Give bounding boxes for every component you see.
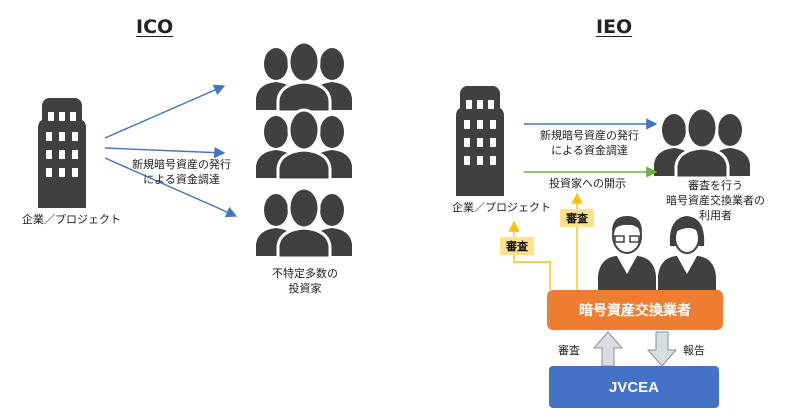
review-tag: 審査 <box>500 237 534 255</box>
report-arrow-label: 報告 <box>683 344 705 357</box>
exchange-operator-box: 暗号資産交換業者 <box>547 290 723 330</box>
people-group-icon <box>254 186 354 260</box>
people-group-icon <box>254 108 354 182</box>
building-icon <box>38 98 86 208</box>
review-up-arrow <box>592 331 624 367</box>
ieo-disclosure-label: 投資家への開示 <box>549 177 626 190</box>
review-arrow-label: 審査 <box>558 344 580 357</box>
person-icon <box>658 216 716 292</box>
review-tag: 審査 <box>560 209 594 227</box>
ieo-title: IEO <box>596 16 633 38</box>
ico-arrow-top <box>104 84 226 139</box>
ico-flow-label: 新規暗号資産の発行 による資金調達 <box>132 158 231 186</box>
ico-arrow-middle <box>104 146 226 159</box>
ico-title: ICO <box>136 16 174 38</box>
people-group-icon <box>254 40 354 114</box>
building-icon <box>456 86 504 196</box>
ico-company-label: 企業／プロジェクト <box>22 213 121 226</box>
people-group-icon <box>652 106 752 180</box>
jvcea-box: JVCEA <box>549 366 719 408</box>
ieo-company-label: 企業／プロジェクト <box>452 201 551 214</box>
ico-arrow-bottom <box>104 157 238 218</box>
person-icon <box>598 216 656 292</box>
ieo-flow-label: 新規暗号資産の発行 による資金調達 <box>540 129 639 157</box>
ieo-users-label: 審査を行う 暗号資産交換業者の 利用者 <box>666 179 765 222</box>
report-down-arrow <box>646 331 678 367</box>
ico-investors-label: 不特定多数の 投資家 <box>272 267 338 295</box>
review-arrow-to-company <box>508 220 551 290</box>
